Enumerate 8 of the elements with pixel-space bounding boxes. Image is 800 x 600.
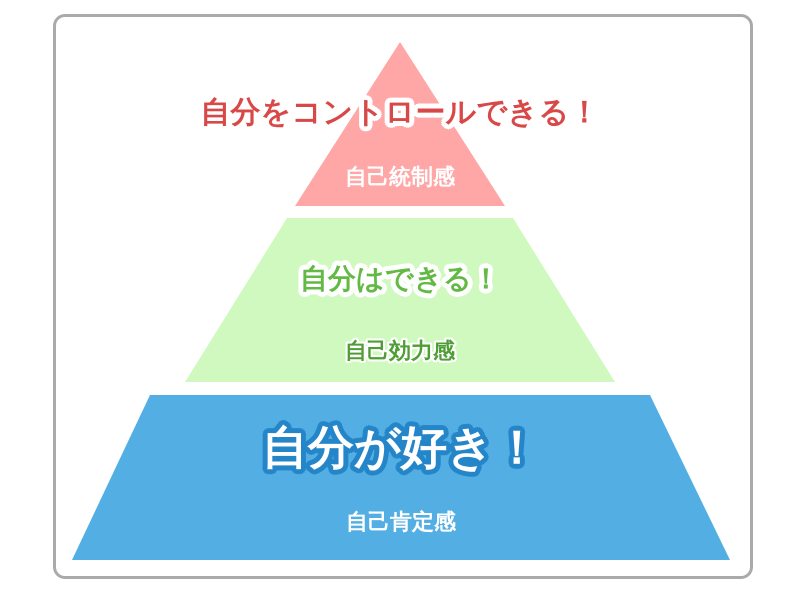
heading-text: 自分をコントロールできる！ — [200, 95, 600, 130]
heading-text: 自分が好き！ — [262, 420, 540, 474]
subtitle-text: 自己統制感 — [345, 165, 455, 190]
pyramid-tier — [72, 395, 730, 560]
subtitle-text: 自己効力感 — [345, 339, 455, 364]
pyramid-tier — [185, 218, 615, 382]
subtitle-text: 自己肯定感 — [346, 510, 456, 535]
heading-text: 自分はできる！ — [300, 262, 500, 295]
